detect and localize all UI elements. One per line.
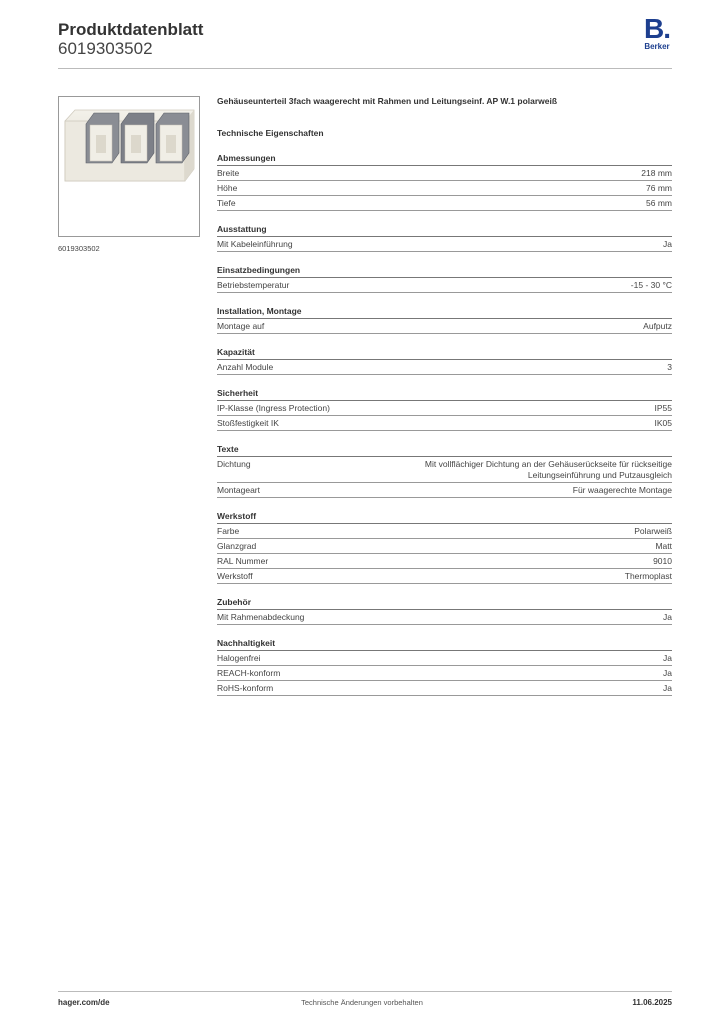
group-title: Zubehör [217,596,672,610]
property-row: Tiefe 56 mm [217,196,672,211]
group-title: Ausstattung [217,223,672,237]
property-row: Glanzgrad Matt [217,539,672,554]
property-label: Breite [217,168,240,178]
footer-notice: Technische Änderungen vorbehalten [301,998,423,1007]
property-row: Montage auf Aufputz [217,319,672,334]
property-row: IP-Klasse (Ingress Protection) IP55 [217,401,672,416]
property-label: Glanzgrad [217,541,257,551]
group-title: Installation, Montage [217,305,672,319]
property-label: Stoßfestigkeit IK [217,418,279,428]
property-row: REACH-konform Ja [217,666,672,681]
property-value: Ja [663,612,672,622]
section-title-technical: Technische Eigenschaften [217,128,324,138]
property-value: Mit vollflächiger Dichtung an der Gehäus… [424,459,672,480]
property-label: Betriebstemperatur [217,280,290,290]
group-title: Nachhaltigkeit [217,637,672,651]
property-value: 76 mm [646,183,672,193]
property-label: RAL Nummer [217,556,269,566]
property-value: IK05 [654,418,673,428]
product-number: 6019303502 [58,39,153,58]
product-image [58,96,200,237]
group-title: Sicherheit [217,387,672,401]
property-row: Halogenfrei Ja [217,651,672,666]
page-title: Produktdatenblatt [58,20,204,39]
property-label: Höhe [217,183,238,193]
property-row: Mit Kabeleinführung Ja [217,237,672,252]
logo-letter: B. [644,13,671,44]
footer-website: hager.com/de [58,998,110,1007]
group-title: Abmessungen [217,152,672,166]
property-label: IP-Klasse (Ingress Protection) [217,403,330,413]
property-value: Aufputz [643,321,672,331]
property-row: Betriebstemperatur -15 - 30 °C [217,278,672,293]
property-row: RoHS-konform Ja [217,681,672,696]
property-value: Thermoplast [624,571,672,581]
group-title: Kapazität [217,346,672,360]
property-label: Mit Kabeleinführung [217,239,293,249]
group-title: Werkstoff [217,510,672,524]
property-row: RAL Nummer 9010 [217,554,672,569]
property-label: Anzahl Module [217,362,274,372]
property-label: Dichtung [217,459,251,469]
property-value: 3 [667,362,672,372]
property-row: Höhe 76 mm [217,181,672,196]
property-row: Breite 218 mm [217,166,672,181]
property-row: Stoßfestigkeit IK IK05 [217,416,672,431]
image-caption: 6019303502 [58,244,100,253]
property-value: Für waagerechte Montage [572,485,672,495]
product-title: Gehäuseunterteil 3fach waagerecht mit Ra… [217,96,558,106]
header-divider [58,68,672,69]
property-label: Farbe [217,526,240,536]
property-row: Mit Rahmenabdeckung Ja [217,610,672,625]
property-row: Werkstoff Thermoplast [217,569,672,584]
property-label: RoHS-konform [217,683,274,693]
property-value: 56 mm [646,198,672,208]
property-value: Ja [663,668,672,678]
property-label: Halogenfrei [217,653,261,663]
footer-date: 11.06.2025 [632,998,672,1007]
property-label: Mit Rahmenabdeckung [217,612,305,622]
property-value: Ja [663,653,672,663]
property-value: Polarweiß [634,526,672,536]
property-value: -15 - 30 °C [630,280,672,290]
group-title: Texte [217,443,672,457]
property-row: Dichtung Mit vollflächiger Dichtung an de… [217,457,672,483]
property-row: Anzahl Module 3 [217,360,672,375]
property-label: Montageart [217,485,260,495]
property-value: 9010 [653,556,672,566]
property-row: Farbe Polarweiß [217,524,672,539]
product-photo-illustration [64,109,195,182]
property-label: Werkstoff [217,571,253,581]
data-sheet-content: Gehäuseunterteil 3fach waagerecht mit Ra… [217,96,672,696]
property-value: Ja [663,239,672,249]
property-value: Matt [655,541,672,551]
berker-logo: B. Berker [640,13,674,52]
property-value: Ja [663,683,672,693]
property-label: Montage auf [217,321,265,331]
property-value: 218 mm [641,168,672,178]
group-title: Einsatzbedingungen [217,264,672,278]
property-row: Montageart Für waagerechte Montage [217,483,672,498]
property-label: Tiefe [217,198,236,208]
property-value: IP55 [654,403,673,413]
footer-divider [58,991,672,992]
property-label: REACH-konform [217,668,281,678]
logo-text: Berker [644,42,670,51]
